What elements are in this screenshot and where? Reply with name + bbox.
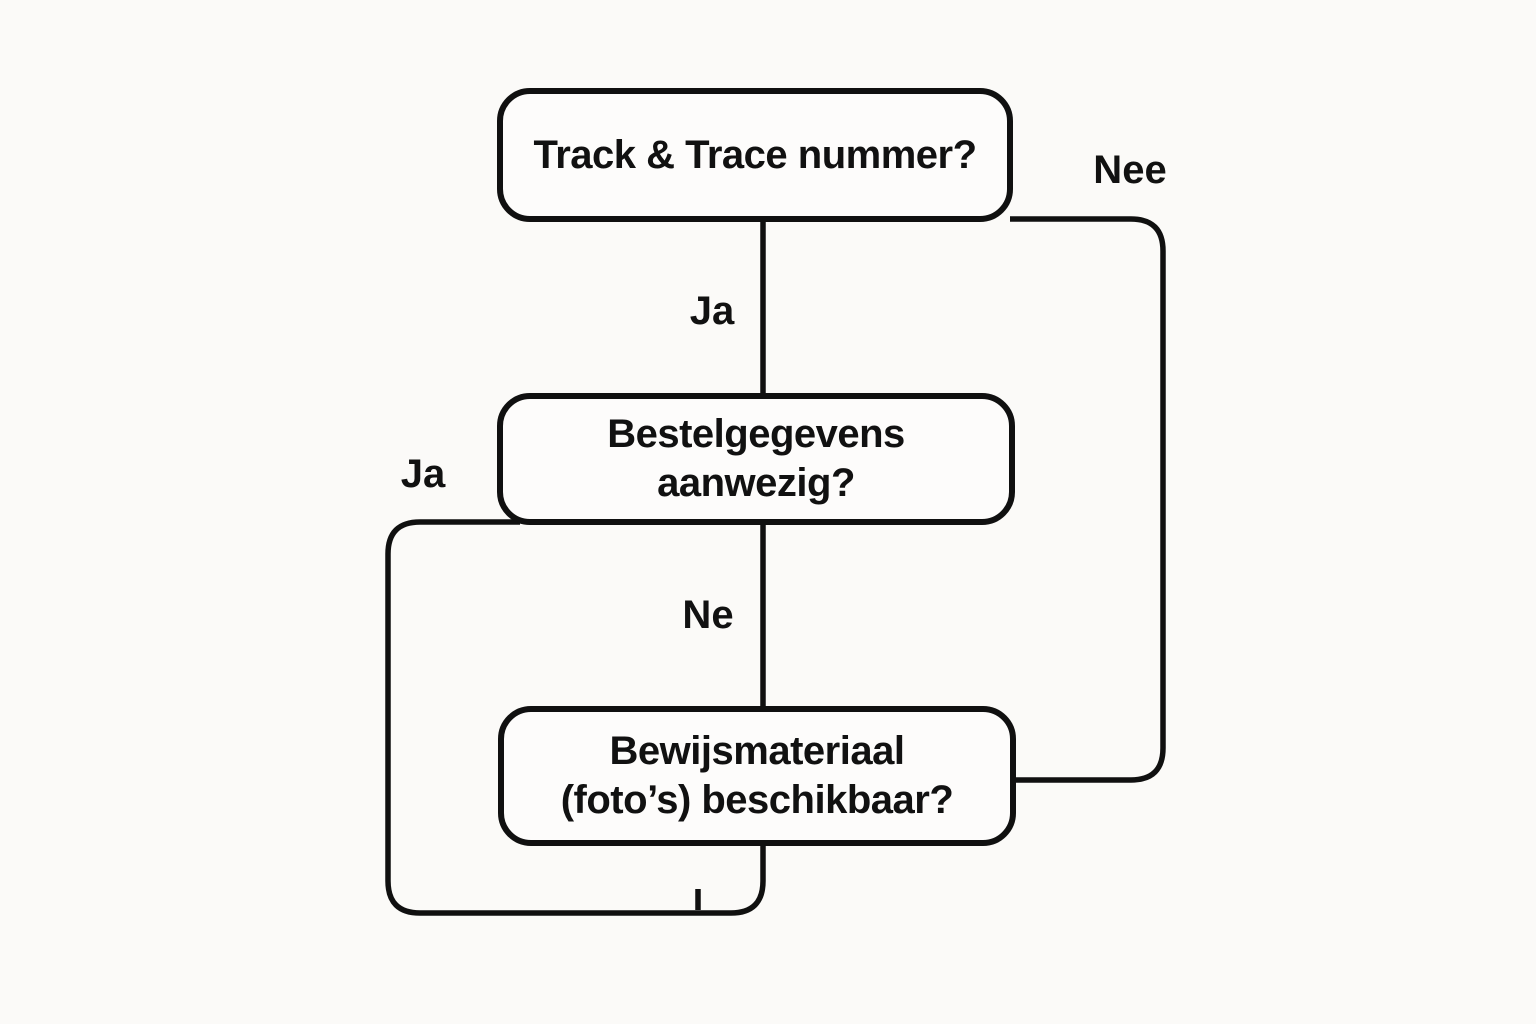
node-bestelgegevens-line1: Bestelgegevens xyxy=(607,412,905,456)
edge-label-ne: Ne xyxy=(682,593,734,637)
node-bestelgegevens-line2: aanwezig? xyxy=(657,461,855,505)
edge-label-ja-left: Ja xyxy=(400,452,446,496)
node-bewijsmateriaal-line1: Bewijsmateriaal xyxy=(609,729,905,773)
node-bewijsmateriaal-line2: (foto’s) beschikbaar? xyxy=(560,778,954,822)
node-track-trace: Track & Trace nummer? xyxy=(497,88,1013,222)
node-track-trace-label: Track & Trace nummer? xyxy=(533,132,977,177)
node-bestelgegevens: Bestelgegevens aanwezig? xyxy=(497,393,1015,525)
edge-label-ja-top: Ja xyxy=(689,289,735,333)
node-bewijsmateriaal: Bewijsmateriaal (foto’s) beschikbaar? xyxy=(498,706,1016,846)
edge-nee-bypass xyxy=(1010,216,1166,783)
edge-ja-loop xyxy=(385,519,766,916)
edge-label-nee: Nee xyxy=(1093,148,1167,192)
